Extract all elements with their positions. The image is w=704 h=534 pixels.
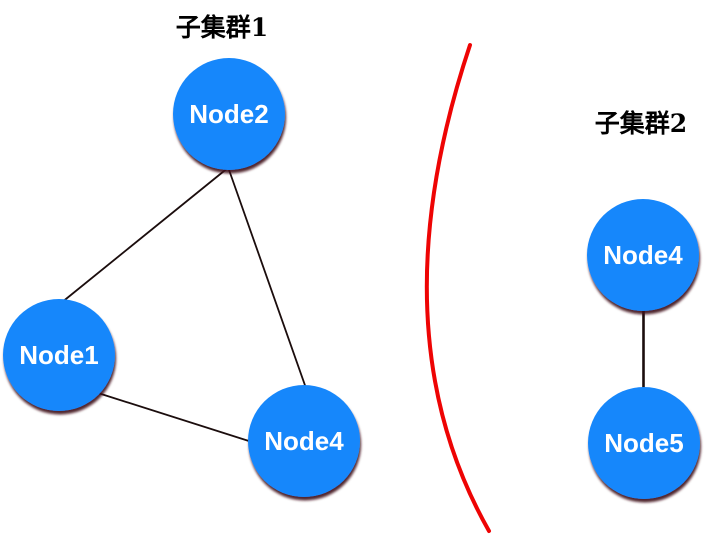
node-node2: Node2 xyxy=(173,58,285,170)
node4-left-circle xyxy=(248,385,360,497)
node-node4-left: Node4 xyxy=(248,385,360,497)
node-node1: Node1 xyxy=(3,299,115,411)
cluster1-title: 子集群1 xyxy=(176,13,268,42)
node4-left-label: Node4 xyxy=(264,426,344,456)
node1-circle xyxy=(3,299,115,411)
edge-node2-node4 xyxy=(227,166,308,392)
node5-label: Node5 xyxy=(604,428,683,458)
node5-circle xyxy=(588,387,700,499)
node4-right-label: Node4 xyxy=(603,240,683,270)
node2-circle xyxy=(173,58,285,170)
node2-label: Node2 xyxy=(189,99,268,129)
node4-right-circle xyxy=(587,199,699,311)
node1-label: Node1 xyxy=(19,340,98,370)
node-node4-right: Node4 xyxy=(587,199,699,311)
cluster2-title: 子集群2 xyxy=(595,109,687,138)
node-node5: Node5 xyxy=(588,387,700,499)
edge-node2-node1 xyxy=(60,166,230,304)
edge-node1-node4 xyxy=(97,392,253,443)
divider-curve xyxy=(424,43,491,533)
